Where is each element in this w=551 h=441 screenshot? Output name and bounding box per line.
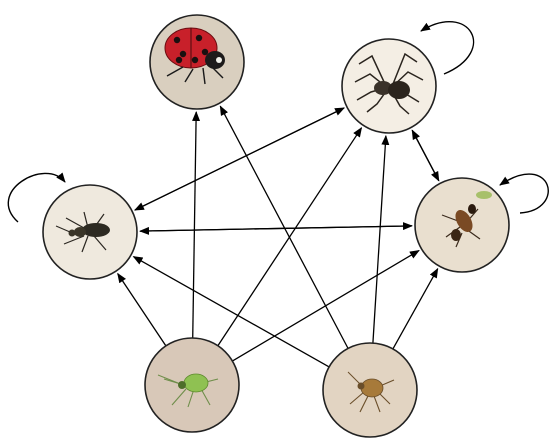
brown-aphid-node [323,343,417,437]
arrow-green-aphid-to-ladybird [193,112,197,346]
arrow-rove-beetle-to-spider [412,130,439,180]
ground-beetle-node [43,185,137,279]
arrow-brown-aphid-to-spider [372,136,386,351]
self-loop-rove-beetle [500,174,548,213]
edges-layer [118,106,439,371]
rove-beetle-node [415,178,509,272]
arrow-brown-aphid-to-rove-beetle [389,269,438,356]
spider-node [342,39,436,133]
nodes-layer [43,15,509,437]
arrow-green-aphid-to-ground-beetle [118,274,171,353]
arrow-brown-aphid-to-ladybird [220,106,351,355]
arrow-spider-to-ground-beetle [135,108,344,210]
arrow-ground-beetle-to-rove-beetle [140,226,412,231]
green-aphid-node [145,338,239,432]
ladybird-node [150,15,244,109]
